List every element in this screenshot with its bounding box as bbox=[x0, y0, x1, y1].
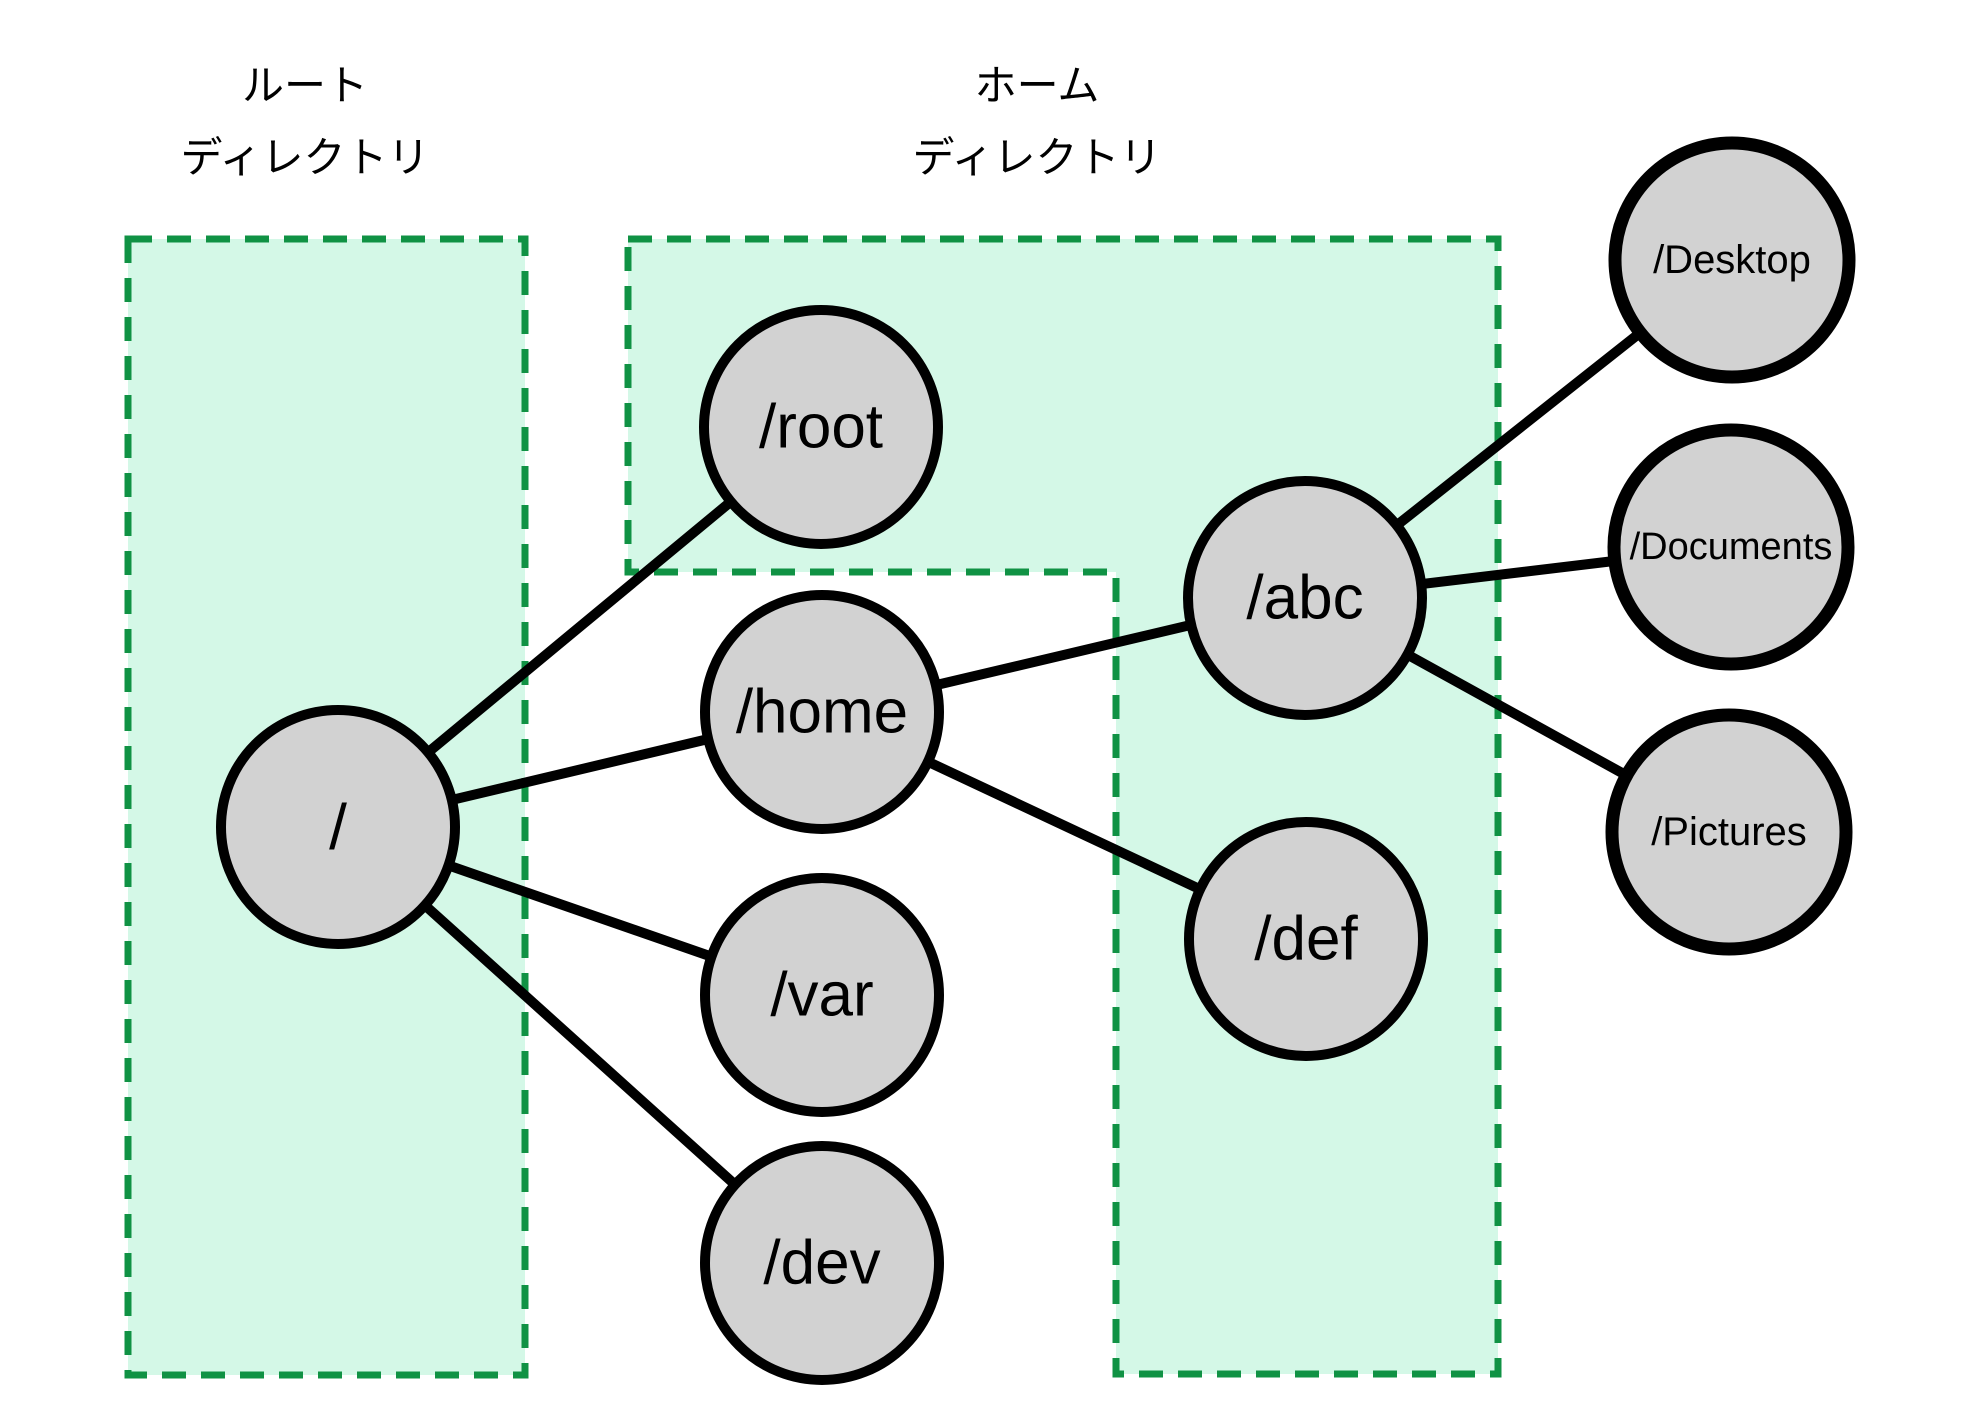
node-var-label: /var bbox=[770, 961, 873, 1030]
node-abc: /abc bbox=[1183, 476, 1427, 720]
node-abc-circle bbox=[1183, 476, 1427, 720]
node-desktop: /Desktop bbox=[1608, 136, 1856, 384]
node-def: /def bbox=[1184, 817, 1428, 1061]
node-var-circle bbox=[700, 873, 944, 1117]
node-dev: /dev bbox=[700, 1141, 944, 1385]
node-var: /var bbox=[700, 873, 944, 1117]
node-root-label: / bbox=[329, 791, 347, 863]
node-dev-label: /dev bbox=[763, 1229, 880, 1298]
node-def-circle bbox=[1184, 817, 1428, 1061]
node-root-dir-circle bbox=[699, 305, 943, 549]
root-directory-label-line1: ルート bbox=[242, 62, 368, 109]
node-desktop-circle bbox=[1608, 136, 1856, 384]
node-def-label: /def bbox=[1254, 905, 1358, 974]
node-root-circle bbox=[216, 705, 460, 949]
node-home-circle bbox=[700, 590, 944, 834]
node-root: / bbox=[216, 705, 460, 949]
root-directory-label-line2: ディレクトリ bbox=[180, 134, 429, 181]
node-desktop-label: /Desktop bbox=[1653, 238, 1811, 282]
node-documents-circle bbox=[1607, 423, 1855, 671]
node-root-dir: /root bbox=[699, 305, 943, 549]
node-documents: /Documents bbox=[1607, 423, 1855, 671]
node-abc-label: /abc bbox=[1246, 564, 1363, 633]
home-directory-label-line2: ディレクトリ bbox=[912, 134, 1161, 181]
node-root-dir-label: /root bbox=[759, 393, 883, 462]
node-pictures-circle bbox=[1605, 708, 1853, 956]
node-dev-circle bbox=[700, 1141, 944, 1385]
node-home: /home bbox=[700, 590, 944, 834]
home-directory-label-line1: ホーム bbox=[975, 62, 1100, 109]
node-home-label: /home bbox=[736, 678, 908, 747]
node-documents-label: /Documents bbox=[1630, 526, 1833, 568]
node-pictures-label: /Pictures bbox=[1651, 810, 1807, 854]
node-pictures: /Pictures bbox=[1605, 708, 1853, 956]
